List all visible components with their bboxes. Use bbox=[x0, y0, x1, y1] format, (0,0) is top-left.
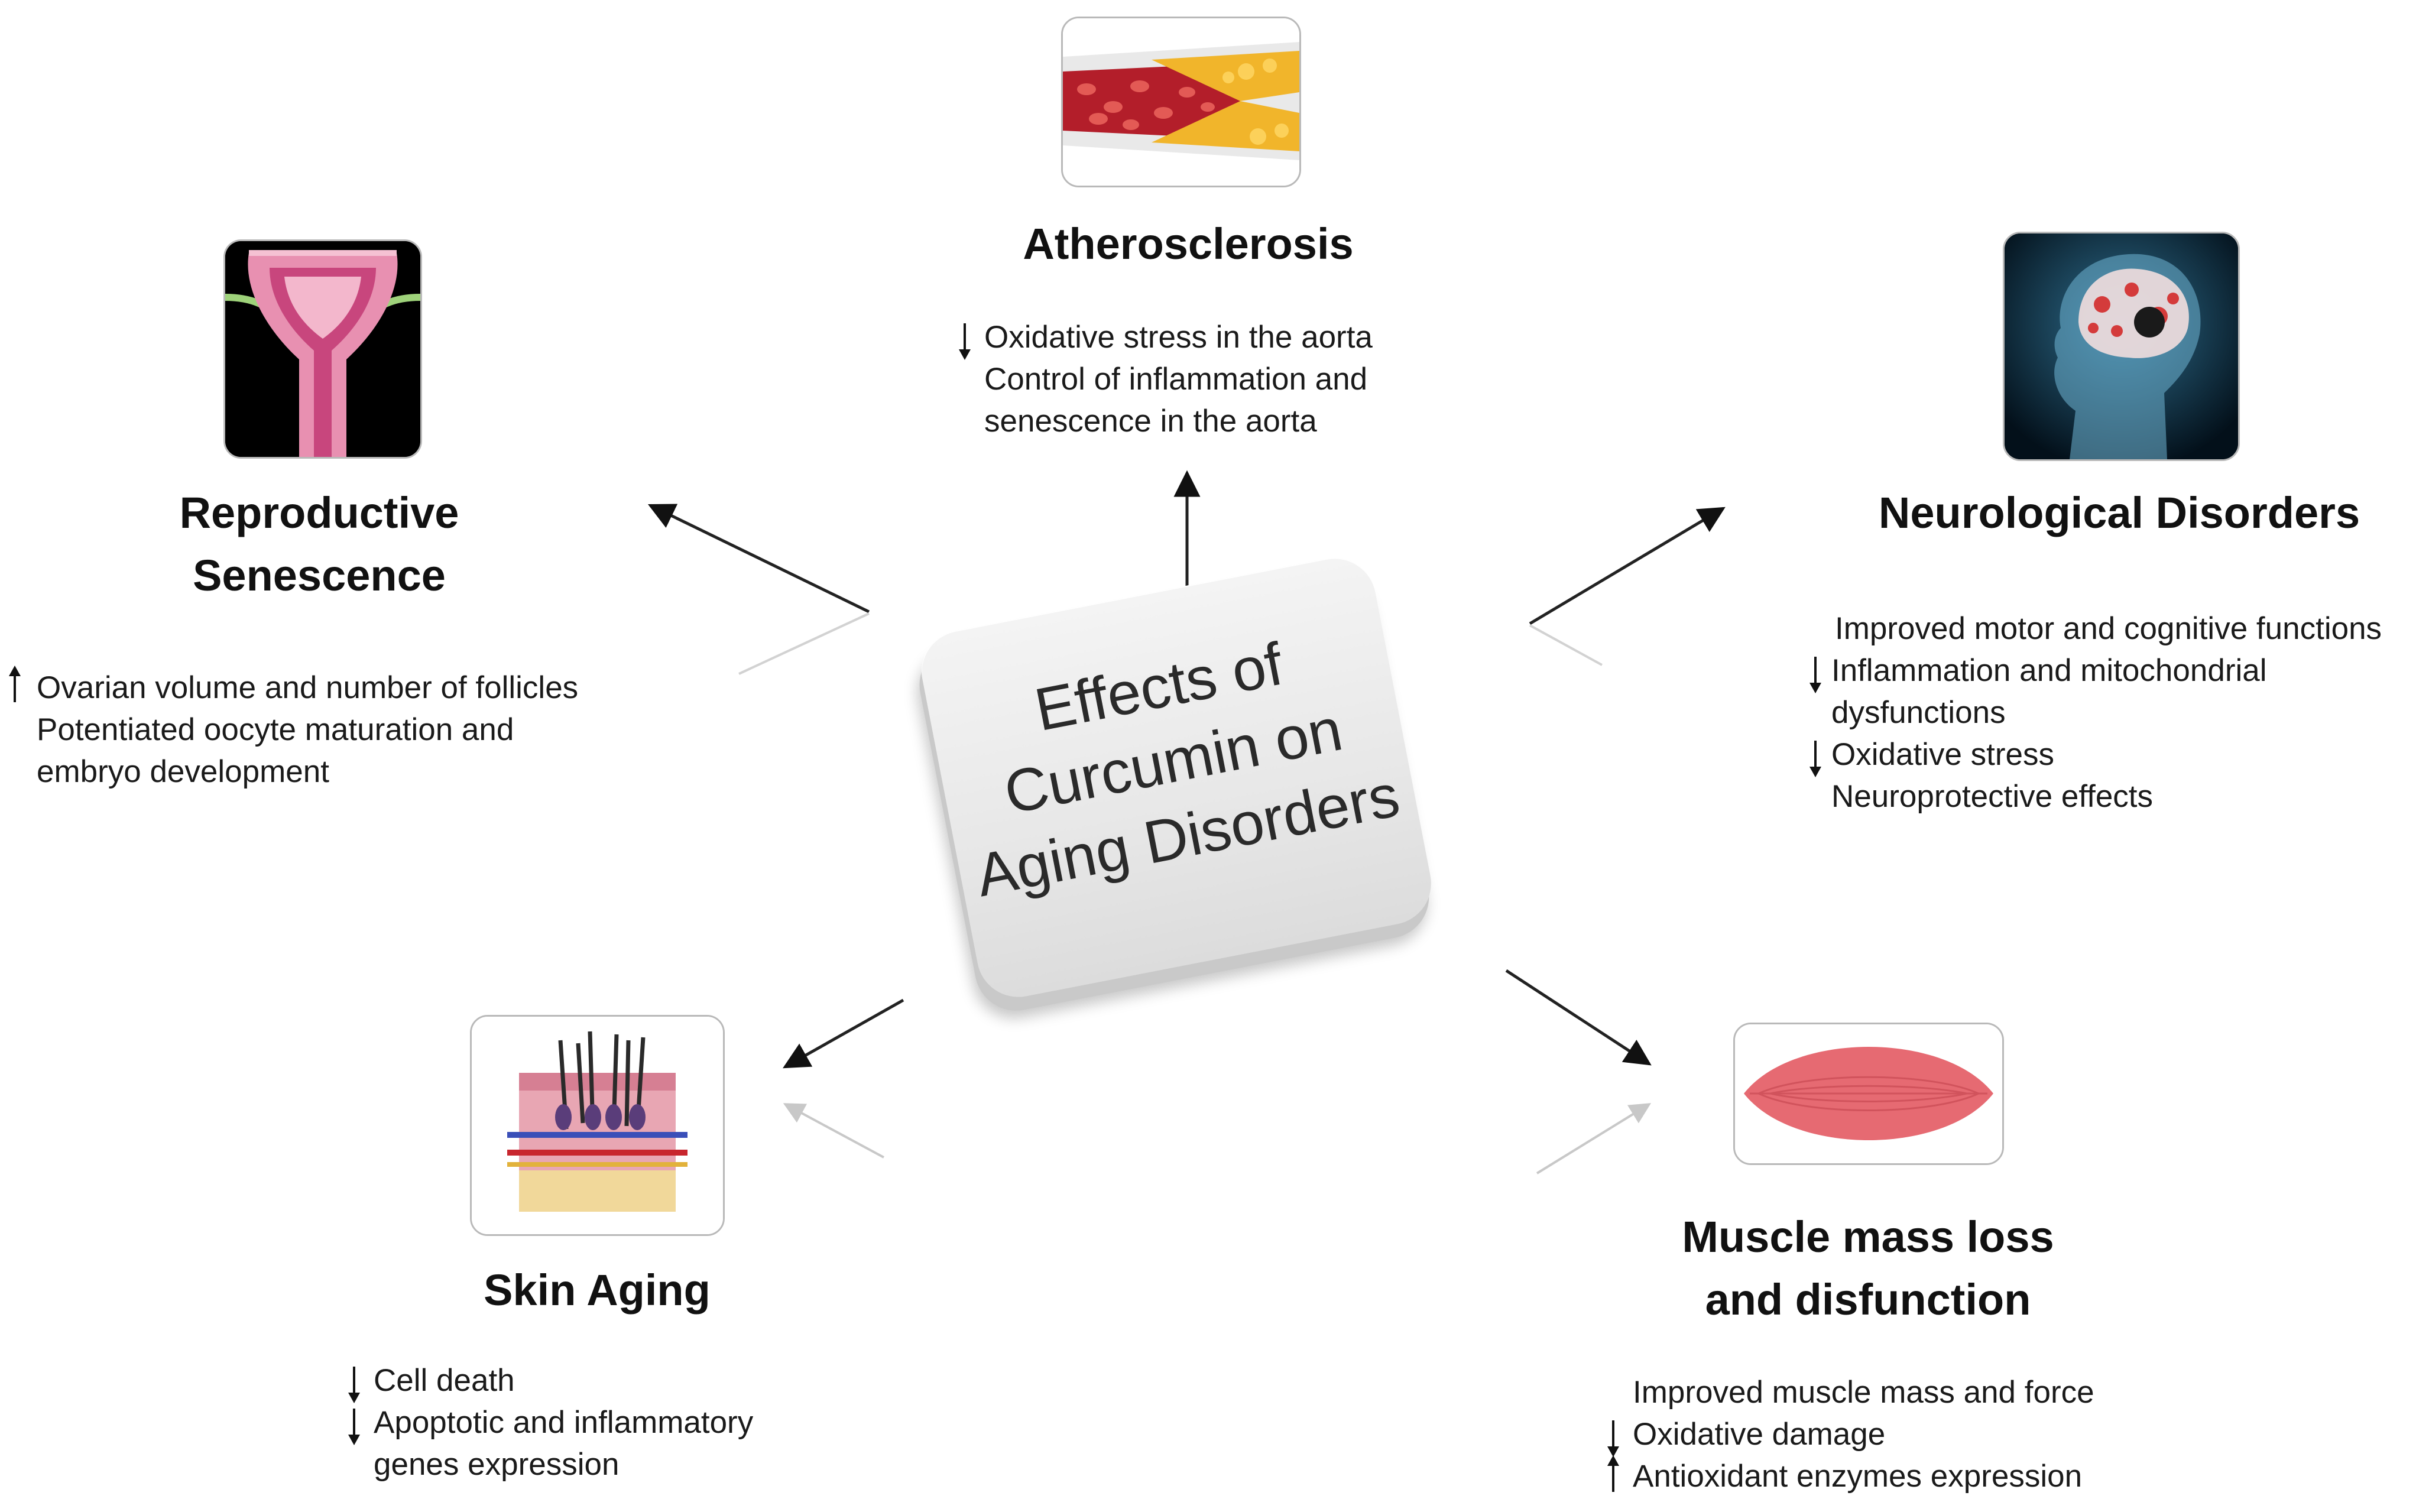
list-item: Antioxidant enzymes expression bbox=[1607, 1455, 2094, 1497]
list-item: Potentiated oocyte maturation and bbox=[37, 709, 578, 751]
arrow-muscle-reflection bbox=[1536, 1103, 1652, 1174]
uterus-icon bbox=[223, 239, 422, 459]
muscle-title-line-2: and disfunction bbox=[1705, 1275, 2031, 1324]
arrow-skin bbox=[783, 998, 904, 1069]
brain-head-icon bbox=[2003, 232, 2240, 461]
list-item: Improved muscle mass and force bbox=[1633, 1371, 2094, 1413]
item-text: Antioxidant enzymes expression bbox=[1633, 1459, 2083, 1494]
list-item: Neuroprotective effects bbox=[1831, 776, 2378, 817]
muscle-icon bbox=[1733, 1023, 2004, 1165]
down-arrow-icon bbox=[1809, 741, 1821, 777]
item-text: Inflammation and mitochondrial bbox=[1831, 653, 2267, 688]
item-text: Improved muscle mass and force bbox=[1633, 1375, 2094, 1410]
skin-items: Cell death Apoptotic and inflammatory ge… bbox=[348, 1359, 754, 1485]
item-text: Improved motor and cognitive functions bbox=[1835, 611, 2382, 646]
item-text: Oxidative damage bbox=[1633, 1417, 1886, 1452]
item-text: Neuroprotective effects bbox=[1831, 779, 2154, 814]
item-text: Control of inflammation and bbox=[984, 362, 1368, 397]
arrow-reproductive-reflection bbox=[738, 612, 870, 675]
item-text: Oxidative stress bbox=[1831, 737, 2055, 772]
list-item: Inflammation and mitochondrial bbox=[1809, 650, 2378, 693]
down-arrow-icon bbox=[1809, 657, 1821, 693]
skin-cross-section-icon bbox=[470, 1015, 725, 1236]
item-text: Ovarian volume and number of follicles bbox=[37, 670, 579, 705]
center-title: Effects of Curcumin on Aging Disorders bbox=[925, 606, 1421, 917]
skin-title: Skin Aging bbox=[484, 1266, 711, 1315]
atherosclerosis-title: Atherosclerosis bbox=[1023, 219, 1354, 268]
down-arrow-icon bbox=[959, 323, 971, 360]
arrow-reproductive bbox=[647, 504, 870, 614]
list-item: Oxidative damage bbox=[1607, 1413, 2094, 1457]
list-item: Improved motor and cognitive functions bbox=[1835, 608, 2382, 650]
list-item: Oxidative stress in the aorta bbox=[959, 316, 1373, 360]
arrow-neurological bbox=[1529, 507, 1726, 625]
neurological-items: Improved motor and cognitive functions I… bbox=[1809, 608, 2382, 817]
list-item: Oxidative stress bbox=[1809, 734, 2378, 777]
arrow-neurological-reflection bbox=[1529, 624, 1603, 666]
muscle-items: Improved muscle mass and force Oxidative… bbox=[1607, 1371, 2094, 1497]
item-text: dysfunctions bbox=[1831, 695, 2006, 730]
item-text: embryo development bbox=[37, 754, 329, 789]
reproductive-title: Reproductive Senescence bbox=[106, 482, 532, 607]
list-item: dysfunctions bbox=[1831, 692, 2378, 734]
item-text: Oxidative stress in the aorta bbox=[984, 320, 1373, 355]
arrow-muscle bbox=[1505, 969, 1652, 1066]
arrow-skin-reflection bbox=[783, 1103, 884, 1159]
up-arrow-icon bbox=[9, 666, 21, 702]
muscle-title-line-1: Muscle mass loss bbox=[1682, 1212, 2054, 1261]
down-arrow-icon bbox=[348, 1409, 360, 1445]
down-arrow-icon bbox=[1607, 1420, 1619, 1457]
item-text: Cell death bbox=[374, 1363, 515, 1398]
reproductive-items: Ovarian volume and number of follicles P… bbox=[9, 666, 579, 793]
list-item: genes expression bbox=[374, 1443, 753, 1485]
item-text: genes expression bbox=[374, 1447, 620, 1482]
artery-plaque-icon bbox=[1061, 17, 1301, 187]
list-item: Ovarian volume and number of follicles bbox=[9, 666, 579, 709]
neurological-title: Neurological Disorders bbox=[1878, 488, 2360, 537]
list-item: Apoptotic and inflammatory bbox=[348, 1401, 754, 1445]
down-arrow-icon bbox=[348, 1367, 360, 1403]
muscle-title: Muscle mass loss and disfunction bbox=[1608, 1206, 2128, 1331]
up-arrow-icon bbox=[1607, 1455, 1619, 1492]
reproductive-title-line-2: Senescence bbox=[193, 551, 446, 600]
reproductive-title-line-1: Reproductive bbox=[179, 488, 459, 537]
list-item: Cell death bbox=[348, 1359, 753, 1403]
list-item: embryo development bbox=[37, 751, 578, 793]
list-item: Control of inflammation and bbox=[984, 358, 1373, 400]
item-text: senescence in the aorta bbox=[984, 404, 1317, 439]
item-text: Apoptotic and inflammatory bbox=[374, 1405, 754, 1440]
list-item: senescence in the aorta bbox=[984, 400, 1373, 442]
item-text: Potentiated oocyte maturation and bbox=[37, 712, 514, 747]
atherosclerosis-items: Oxidative stress in the aorta Control of… bbox=[959, 316, 1373, 442]
